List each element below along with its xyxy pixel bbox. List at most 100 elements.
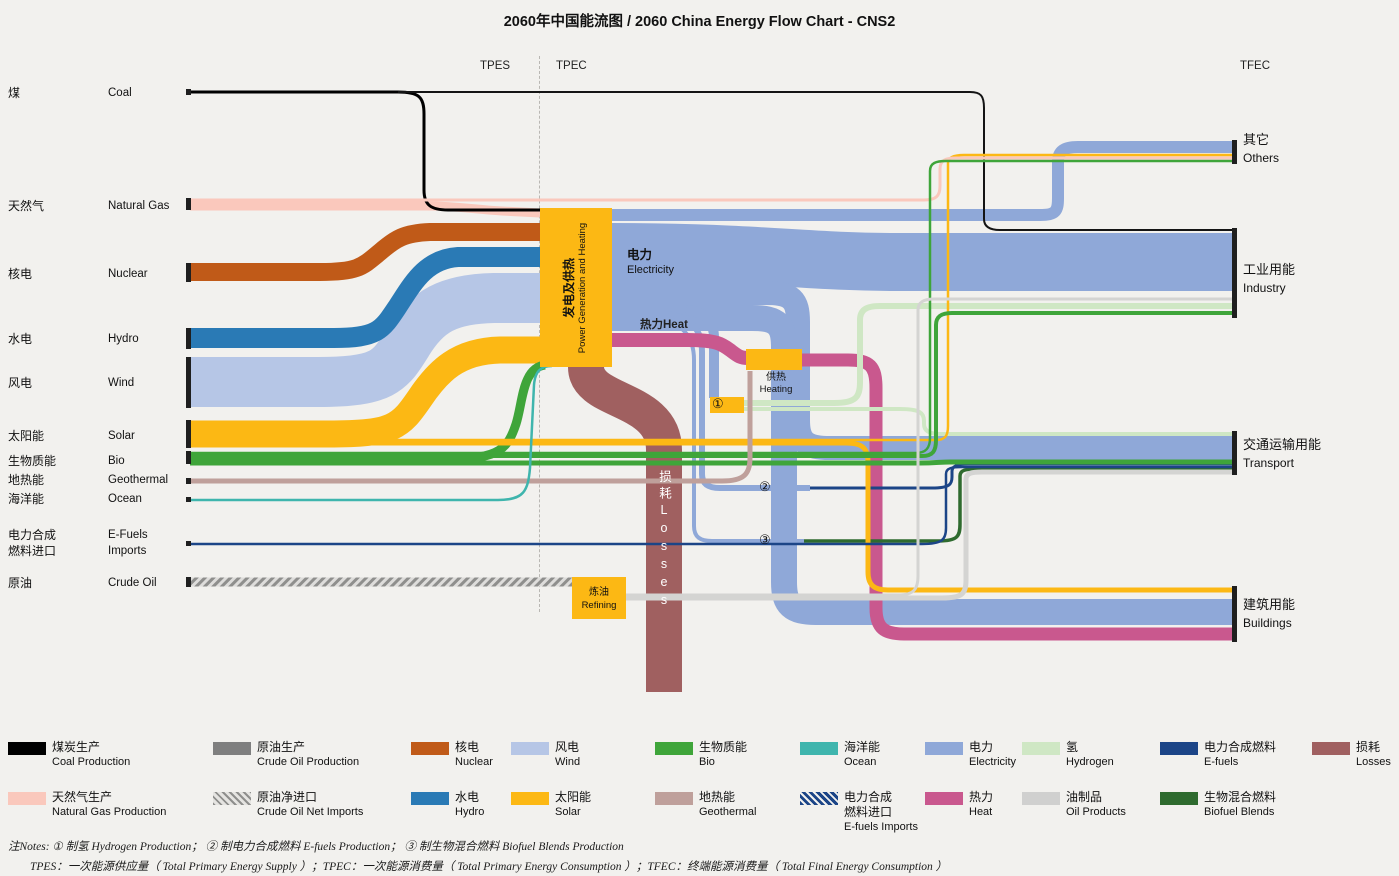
flow-electricity-to-industry [611, 223, 1232, 291]
flow-efuels-imports-to-transport [190, 465, 1232, 546]
flow-electricity-to-transport [612, 281, 1232, 460]
flow-bio-to-transport [190, 459, 1232, 466]
heating-node [746, 349, 802, 370]
node-bar [186, 89, 191, 95]
column-header-tpec: TPEC [556, 60, 587, 72]
flow-electricity-to-efuels-production [667, 311, 810, 491]
node-bar [186, 541, 191, 546]
legend-swatch [511, 742, 549, 755]
flow-geothermal-to-heating [190, 371, 753, 484]
legend-swatch [1160, 792, 1198, 805]
node-bar [1232, 140, 1237, 164]
node-bar [186, 420, 191, 448]
refining-node-label: 炼油 Refining [581, 587, 617, 611]
flow-electricity-to-others [612, 141, 1232, 221]
node-bar [186, 263, 191, 282]
legend-swatch [411, 792, 449, 805]
column-header-tfec: TFEC [1240, 60, 1271, 72]
flow-heat-to-heating [612, 333, 749, 365]
flow-nuclear-to-powergen [190, 223, 540, 281]
powergen-node: 发电及供热 Power Generation and Heating [540, 208, 612, 367]
node-bar [186, 577, 191, 587]
heat-flow-label: 热力Heat [640, 319, 688, 331]
node-bar [1232, 431, 1237, 475]
legend-swatch [655, 792, 693, 805]
legend-swatch [1312, 742, 1350, 755]
node-bar [1232, 228, 1237, 318]
heating-node-label: 供热 Heating [759, 372, 793, 395]
tpec-boundary-line [539, 56, 540, 612]
legend-swatch [213, 742, 251, 755]
legend-swatch [925, 742, 963, 755]
flow-hydrogen-to-industry [744, 303, 1232, 406]
flow-coal-to-industry [398, 91, 1232, 231]
legend-swatch [511, 792, 549, 805]
legend-swatch [800, 792, 838, 805]
flow-oil-products-to-transport [626, 469, 1232, 601]
flow-solar-to-others [190, 153, 1232, 442]
legend-swatch [213, 792, 251, 805]
node-bar [186, 478, 191, 484]
legend-swatch [411, 742, 449, 755]
flow-bio-to-others [190, 159, 1232, 455]
flow-solar-to-buildings [190, 440, 1232, 593]
flow-oil-products-to-industry [626, 297, 1232, 597]
flow-hydrogen-to-transport [744, 407, 1232, 436]
electricity-flow-label: 电力 Electricity [627, 248, 675, 276]
losses-node-label: 损耗Losses [657, 470, 671, 611]
node-bar [186, 328, 191, 349]
flow-solar-to-powergen [190, 336, 540, 448]
node-bar [186, 497, 191, 502]
flow-biofuel-blends-to-transport [804, 467, 1232, 543]
node-bar [186, 198, 191, 210]
legend-swatch [8, 792, 46, 805]
node-bar [1232, 586, 1237, 642]
page-title: 2060年中国能流图 / 2060 China Energy Flow Char… [503, 14, 896, 30]
node-bar [186, 451, 191, 464]
legend-swatch [1160, 742, 1198, 755]
flow-wind-to-powergen [190, 273, 540, 407]
legend-swatch [8, 742, 46, 755]
notes-line-2: TPES：一次能源供应量（ Total Primary Energy Suppl… [30, 861, 948, 873]
legend-swatch [1022, 742, 1060, 755]
hydrogen-production-node [710, 397, 744, 413]
column-header-tpes: TPES [480, 60, 511, 72]
flow-ocean-to-powergen [190, 364, 553, 502]
flow-hydro-to-powergen [190, 247, 540, 348]
flow-bio-to-industry [190, 311, 1232, 458]
node-bar [186, 357, 191, 408]
